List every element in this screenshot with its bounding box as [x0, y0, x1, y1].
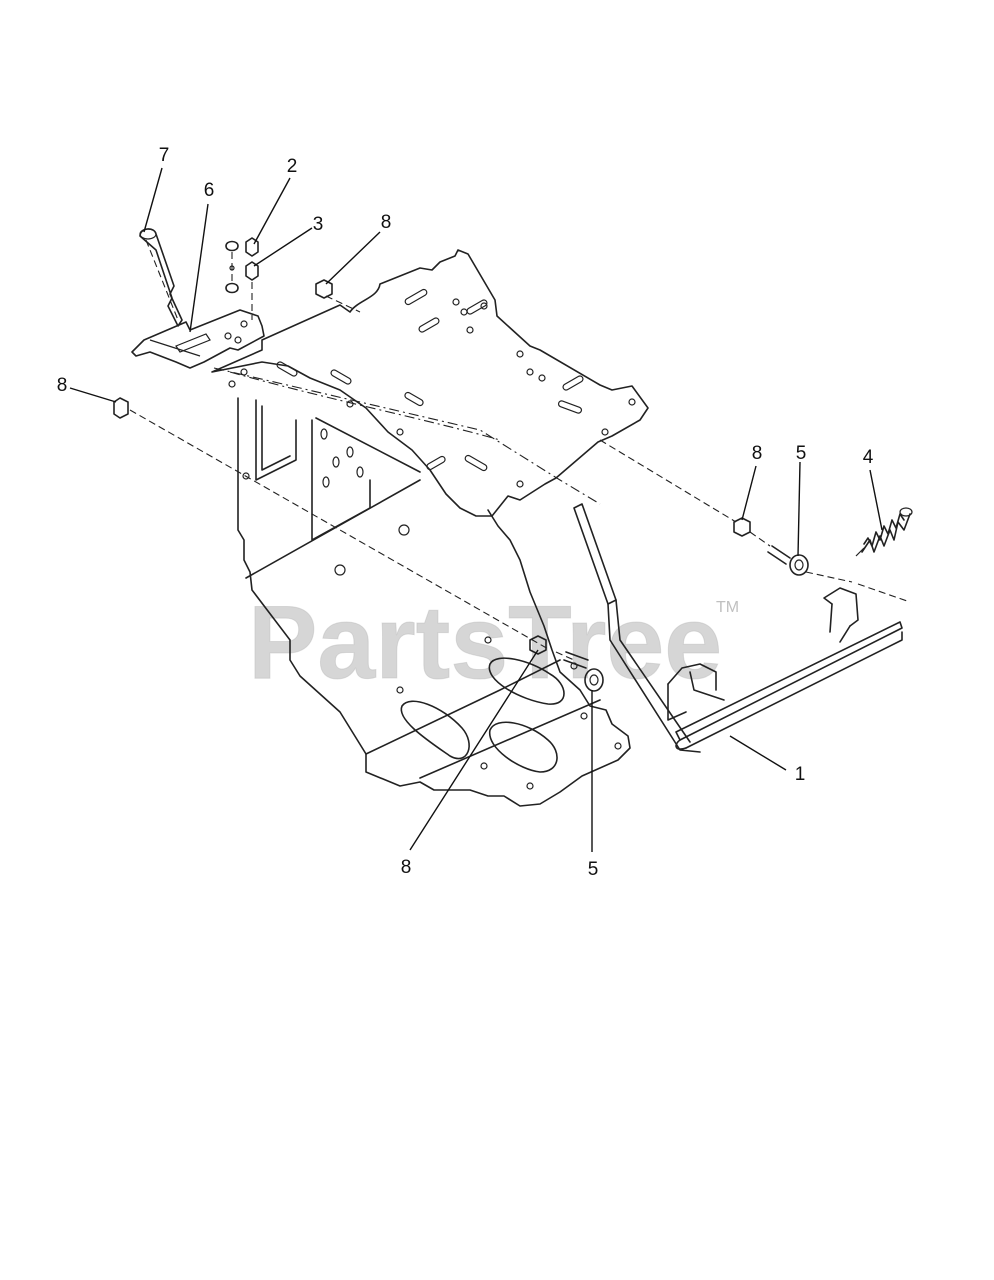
watermark: PartsTree TM [248, 585, 740, 702]
leader-lines [69, 167, 883, 852]
alignment-lines [129, 239, 911, 661]
callout-8-top: 8 [381, 212, 392, 233]
callout-5-right: 5 [796, 443, 807, 464]
part-7-rod [139, 228, 183, 327]
callout-4: 4 [863, 447, 874, 468]
callout-2: 2 [287, 156, 298, 177]
bottom-bar-assembly [667, 587, 903, 750]
watermark-trademark: TM [716, 599, 739, 616]
part-4-spring [855, 507, 913, 557]
main-frame [237, 397, 701, 807]
callout-5-bottom: 5 [588, 859, 599, 880]
part-5-bushings [563, 545, 809, 692]
callout-7: 7 [159, 145, 170, 166]
callout-3: 3 [313, 214, 324, 235]
part-2-3-fasteners [225, 237, 259, 294]
callouts: 7 6 2 3 8 8 8 5 4 1 8 5 [57, 145, 874, 880]
callout-8-right: 8 [752, 443, 763, 464]
callout-1: 1 [795, 764, 806, 785]
part-6-bracket [131, 309, 265, 369]
watermark-text: PartsTree [248, 585, 722, 701]
callout-8-left: 8 [57, 375, 68, 396]
callout-8-bottom: 8 [401, 857, 412, 878]
callout-6: 6 [204, 180, 215, 201]
upper-plate [211, 249, 649, 517]
